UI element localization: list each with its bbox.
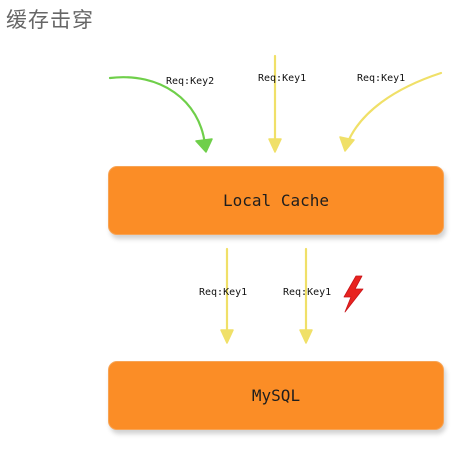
request-label-key1-right: Req:Key1 xyxy=(357,73,406,84)
request-label-key2: Req:Key2 xyxy=(166,76,215,87)
mysql-box: MySQL xyxy=(108,361,444,430)
request-label-key1-middle: Req:Key1 xyxy=(258,73,307,84)
db-request-label-right: Req:Key1 xyxy=(283,287,332,298)
local-cache-label: Local Cache xyxy=(223,191,329,210)
arrow-req-key1-middle xyxy=(268,54,282,153)
local-cache-box: Local Cache xyxy=(108,166,444,235)
db-request-label-left: Req:Key1 xyxy=(199,287,248,298)
arrow-req-key1-right xyxy=(339,71,443,152)
mysql-label: MySQL xyxy=(251,386,301,405)
arrow-db-req-right xyxy=(299,247,313,344)
arrow-db-req-left xyxy=(220,247,234,344)
lightning-bolt-icon xyxy=(343,275,364,313)
arrow-req-key2 xyxy=(108,76,213,153)
page-title: 缓存击穿 xyxy=(6,8,94,32)
